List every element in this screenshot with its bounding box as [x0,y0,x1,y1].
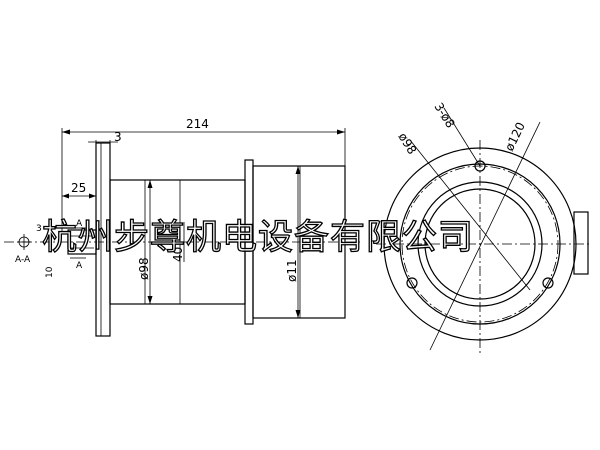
leader-98 [409,139,531,291]
leader-120 [429,121,541,351]
arrow-98-bottom [147,296,153,304]
dim-120-label: ø120 [502,120,528,153]
arrow-25-right [89,193,96,199]
arrow-outer-bottom [295,310,301,318]
leader-holes [443,107,481,167]
dim-3-label: 3 [114,130,122,144]
inner-circle [424,188,536,300]
terminal-box [573,211,589,275]
section-marker-top: A [76,219,83,229]
arrow-25-left [62,193,69,199]
dim-214-label: 214 [186,117,209,131]
mounting-hole-1 [474,160,486,172]
body-circle [417,181,543,307]
arrow-outer-top [295,166,301,174]
body-right-section [252,165,346,319]
flange-circle [399,163,561,325]
side-view: 214 3 25 A A A-A 3 10 ø98 40 [4,117,360,337]
dim-3-small: 3 [36,224,42,234]
dim-25-label: 25 [71,181,86,195]
arrow-98-top [147,180,153,188]
arrow-214-left [62,129,70,135]
mounting-hole-2 [406,277,418,289]
section-label: A-A [15,255,31,265]
dim-10-label: 10 [45,266,55,278]
outer-circle [383,147,577,341]
holes-label: 3-ø8 [431,100,457,130]
dim-98-side-label: ø98 [137,257,151,280]
section-marker-bottom: A [76,261,83,271]
company-watermark: 杭州步尊机电设备有限公司 [41,217,475,258]
shaft [67,229,97,255]
dim-98-front-label: ø98 [395,130,419,157]
arrow-214-right [337,129,345,135]
dim-40-label: 40 [171,247,185,262]
dim-outer-label: ø11 [285,259,299,282]
mounting-hole-3 [542,277,554,289]
